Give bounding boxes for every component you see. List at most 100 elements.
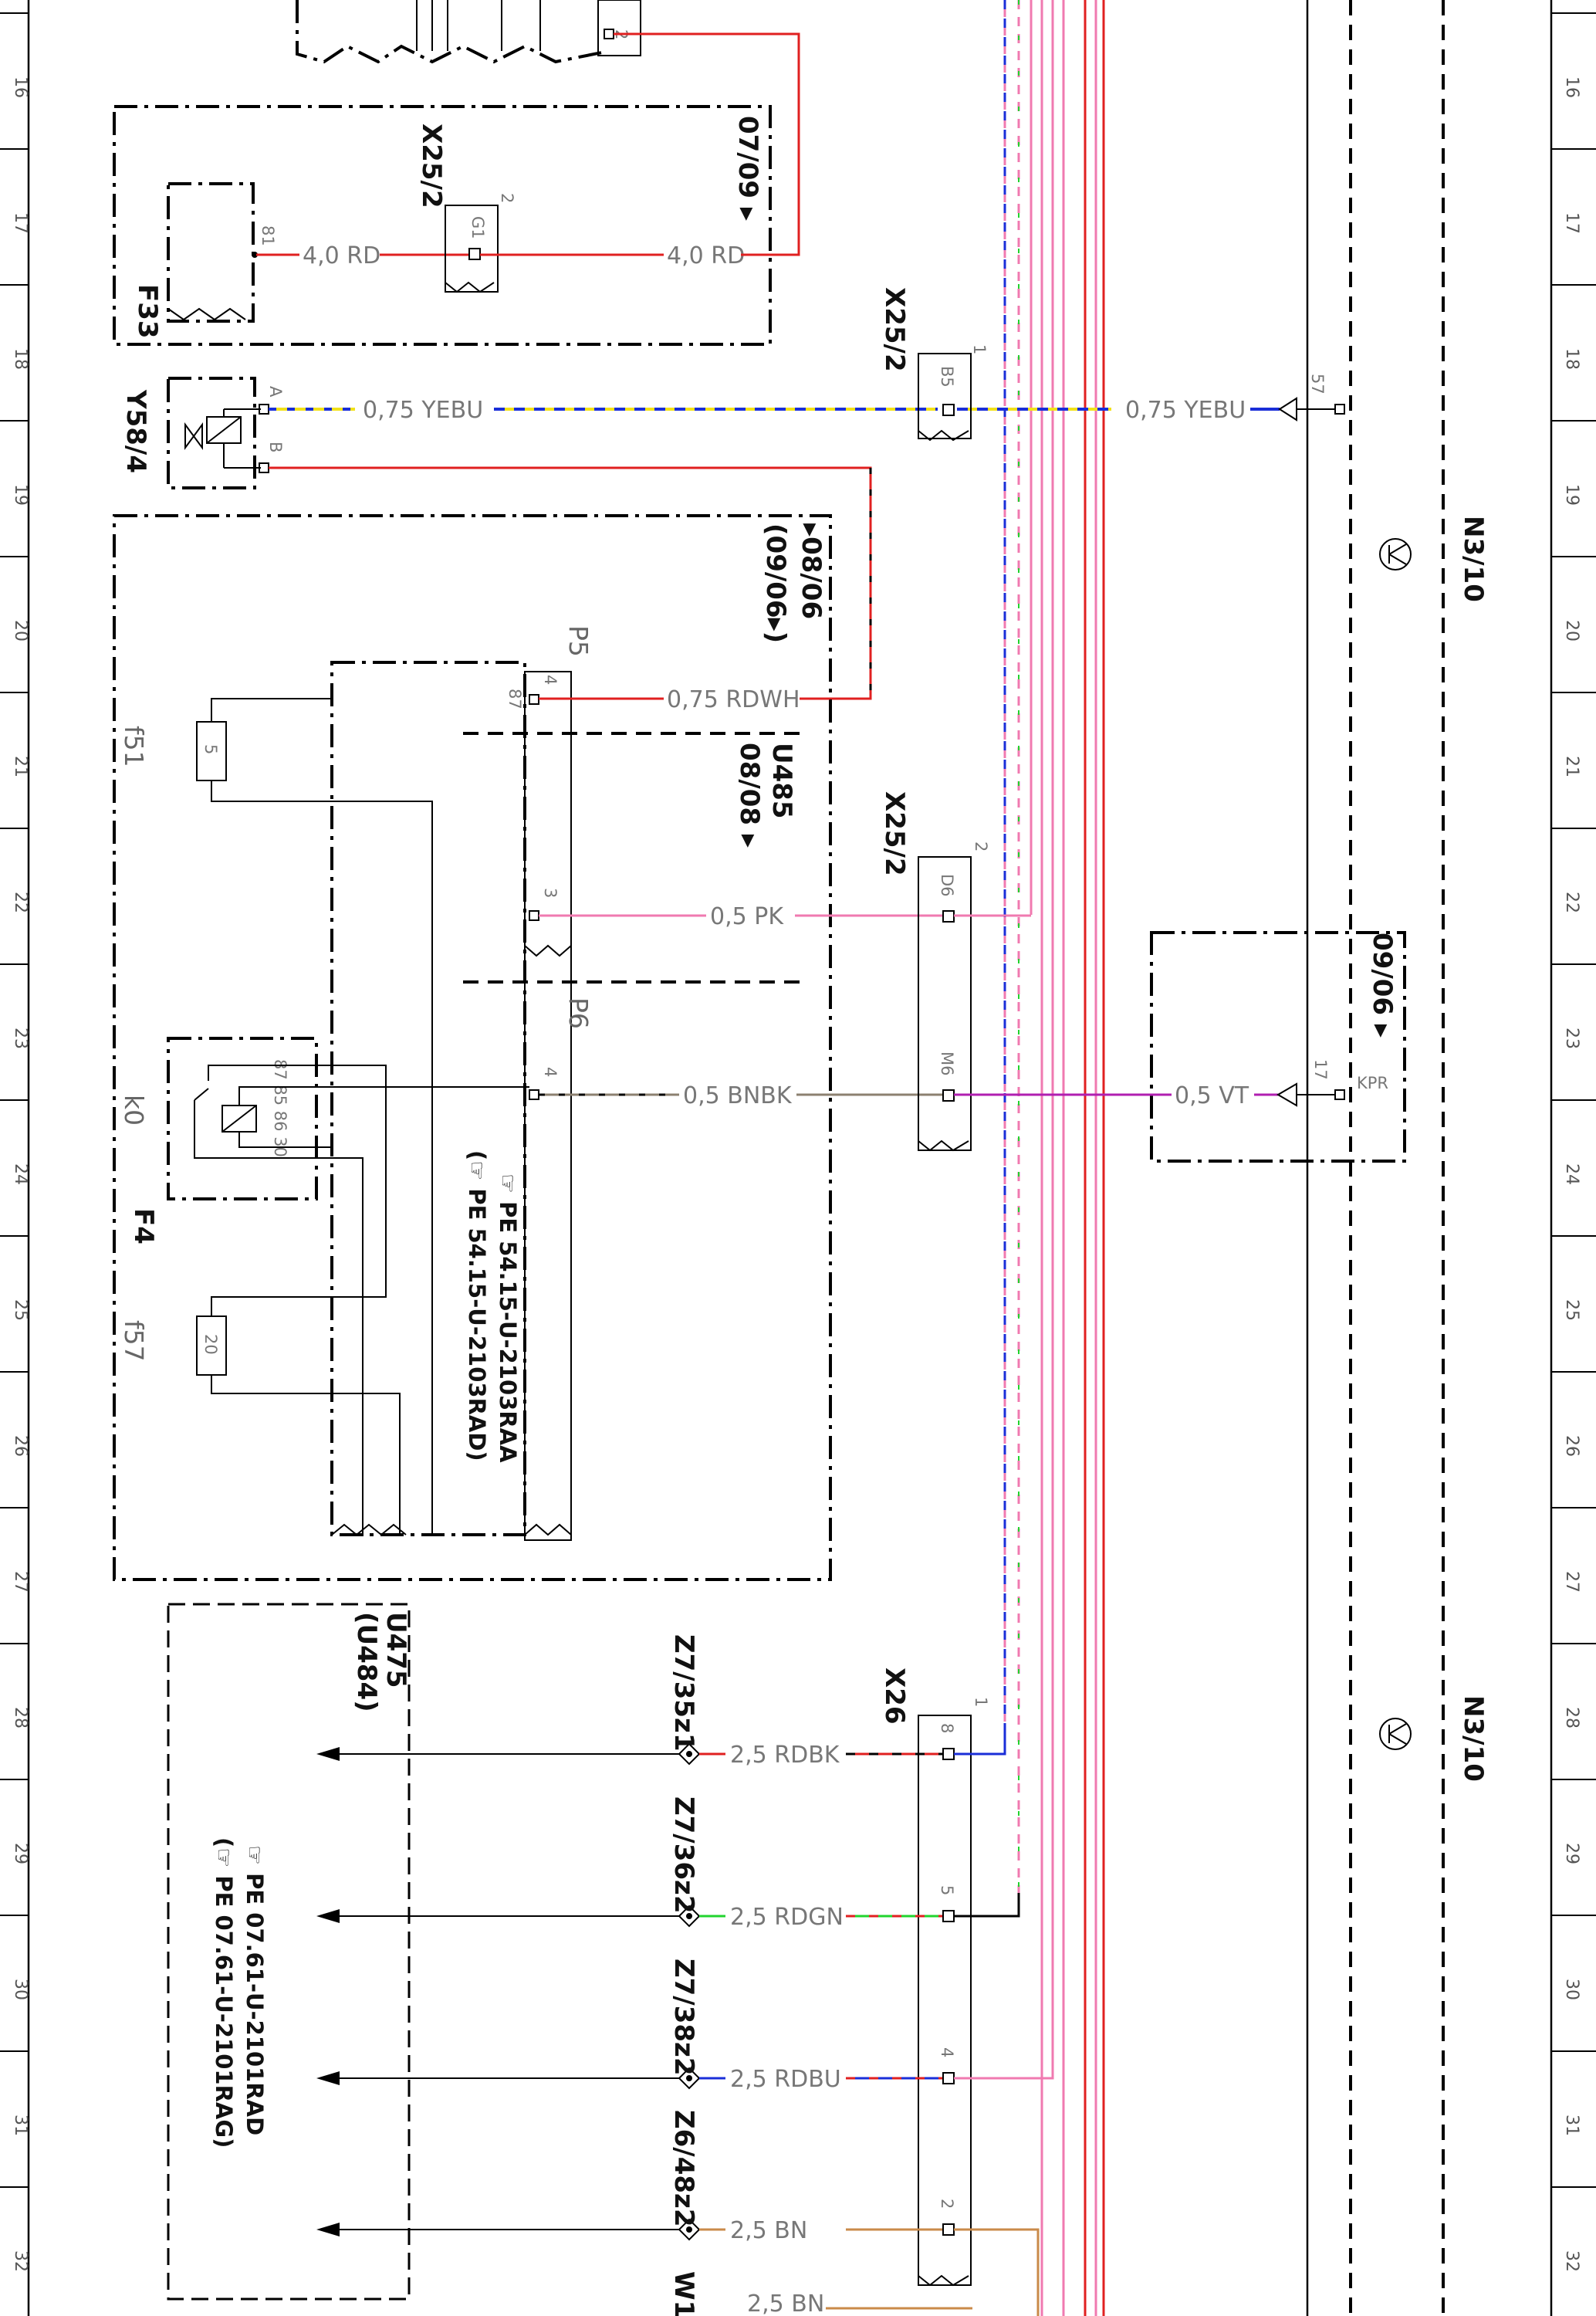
u485-label: U485	[766, 743, 797, 819]
ruler-label: 21	[11, 756, 30, 777]
ruler-label: 24	[1562, 1163, 1581, 1185]
ruler-label: 21	[1562, 756, 1581, 777]
ruler-label: 18	[1562, 348, 1581, 370]
f33-pin: 81	[259, 225, 277, 246]
ruler-label: 31	[1562, 2115, 1581, 2136]
ruler-label: 26	[11, 1435, 30, 1457]
x25-b5-label: X25/2	[879, 287, 910, 372]
top-connector-fragment: 2	[296, 0, 800, 256]
y58-pin-b: B	[266, 442, 285, 452]
ruler-label: 32	[11, 2250, 30, 2272]
x25-top-label: X25/2	[416, 124, 447, 208]
y58-valve: Y58/4 A B	[120, 377, 285, 489]
wire-bnbk: 0,5 BNBK	[683, 1082, 793, 1109]
f51-value: 5	[201, 744, 220, 754]
yebu-label-left: 0,75 YEBU	[363, 397, 483, 424]
wire-label: 2,5 RDBU	[730, 2066, 841, 2093]
u475-ref2: (☞ PE 07.61-U-2101RAG)	[211, 1837, 237, 2148]
f51-label: f51	[119, 726, 149, 767]
n3-bottom-block: N3/10	[1379, 1695, 1489, 1782]
x25-d6-connector: X25/2 2 D6 M6	[879, 791, 1150, 1152]
wire-label: 2,5 RDBK	[730, 1742, 840, 1769]
x25-m6-pin-tag: M6	[938, 1051, 956, 1075]
w1-label: W1	[668, 2271, 699, 2316]
p6-label: P6	[563, 997, 593, 1029]
arrow-head	[316, 2071, 340, 2085]
ruler-label: 17	[11, 212, 30, 234]
x26-label: X26	[879, 1668, 910, 1725]
n3-top-label: N3/10	[1458, 516, 1489, 602]
ruler-label: 22	[1562, 892, 1581, 913]
ruler-label: 29	[11, 1843, 30, 1864]
wire-label: 2,5 BN	[730, 2217, 807, 2244]
ruler-label: 22	[11, 892, 30, 913]
ruler-label: 32	[1562, 2250, 1581, 2272]
pin-label: 2	[938, 2199, 956, 2209]
x25-b5-pin-num: 1	[970, 344, 989, 354]
yebu-wire: 0,75 YEBU 0,75 YEBU 57	[269, 374, 1345, 424]
ruler-label: 27	[1562, 1571, 1581, 1593]
arrow-head	[316, 2223, 340, 2236]
x25-d6-pin-num: 2	[972, 841, 990, 852]
rd-wire-y58	[269, 466, 872, 700]
ruler-label: 28	[11, 1707, 30, 1729]
wire-pk: 0,5 PK	[710, 903, 784, 930]
node-label: Z6/48z2	[668, 2110, 699, 2227]
ruler-label: 19	[11, 484, 30, 506]
y58-pin-a: A	[266, 386, 285, 398]
n3-top-pin: 57	[1308, 374, 1327, 394]
node-label: Z7/36z2	[668, 1796, 699, 1914]
node-label: Z7/38z2	[668, 1959, 699, 2076]
x25-b5-pin-tag: B5	[938, 366, 956, 388]
fusebox-version-a: ▸08/06	[796, 523, 827, 619]
x26-row: Z7/36z2 2,5 RDGN 5	[316, 1796, 1020, 1931]
n3-mid-pin-tag: KPR	[1357, 1074, 1388, 1092]
x26-row: Z6/48z2 2,5 BN 2	[316, 2110, 1040, 2316]
p5-pin: 4	[541, 675, 560, 685]
ruler-label: 23	[11, 1028, 30, 1049]
x26-row: Z7/38z2 2,5 RDBU 4	[316, 1959, 1054, 2093]
n3-mid-pin: 17	[1311, 1059, 1330, 1080]
pin-label: 5	[938, 1885, 956, 1895]
ruler-label: 31	[11, 2115, 30, 2136]
fusebox-ref1: ☞ PE 54.15-U-2103RAA	[495, 1173, 521, 1463]
wire-label: 2,5 RDGN	[730, 1904, 844, 1931]
ruler-label: 16	[11, 76, 30, 98]
ruler-label: 25	[11, 1299, 30, 1321]
f33-wire-right: 4,0 RD	[667, 242, 745, 269]
ruler-label: 23	[1562, 1028, 1581, 1049]
n3-top-block: N3/10	[1379, 516, 1489, 602]
u485-version: 08/08 ▸	[734, 743, 765, 848]
ruler-label: 30	[1562, 1979, 1581, 2000]
ruler-label: 24	[11, 1163, 30, 1185]
u475-title: U475	[380, 1612, 411, 1688]
fuse-relay-box: ▸08/06 (09/06▸) P5 4 87 0,75 RDWH U485 0…	[113, 514, 943, 1581]
f57-label: f57	[119, 1320, 149, 1362]
n3-bottom-label: N3/10	[1458, 1695, 1489, 1782]
wire-vt: 0,5 VT	[1175, 1082, 1249, 1109]
pin-label: 4	[938, 2047, 956, 2057]
wire-rdwh: 0,75 RDWH	[667, 686, 800, 713]
f33-wire-left: 4,0 RD	[303, 242, 380, 269]
ruler-label: 20	[11, 620, 30, 642]
ruler-label: 16	[1562, 76, 1581, 98]
harness-bundle	[1003, 0, 1105, 2316]
x25-top-pin-tag: G1	[468, 216, 487, 239]
p5-num: 87	[506, 689, 524, 709]
x25-d6-pin-tag: D6	[938, 874, 956, 897]
ruler-label: 18	[11, 348, 30, 370]
u475-sub: (U484)	[351, 1612, 382, 1712]
f33-label: F33	[132, 284, 163, 339]
w1-label-group: W1 2,5 BN	[668, 2271, 972, 2316]
fusebox-ref2: (☞ PE 54.15-U-2103RAD)	[464, 1150, 490, 1461]
ruler-label: 17	[1562, 212, 1581, 234]
ruler-label: 29	[1562, 1843, 1581, 1864]
n3-kpr-box: 09/06 ▸ 0,5 VT 17 KPR	[1150, 931, 1406, 1163]
yebu-label-right: 0,75 YEBU	[1125, 397, 1246, 424]
x26-pin-num: 1	[972, 1697, 990, 1707]
ruler-label: 25	[1562, 1299, 1581, 1321]
x26-connector: X26 1	[879, 1668, 990, 2287]
f4-label: F4	[128, 1208, 159, 1244]
